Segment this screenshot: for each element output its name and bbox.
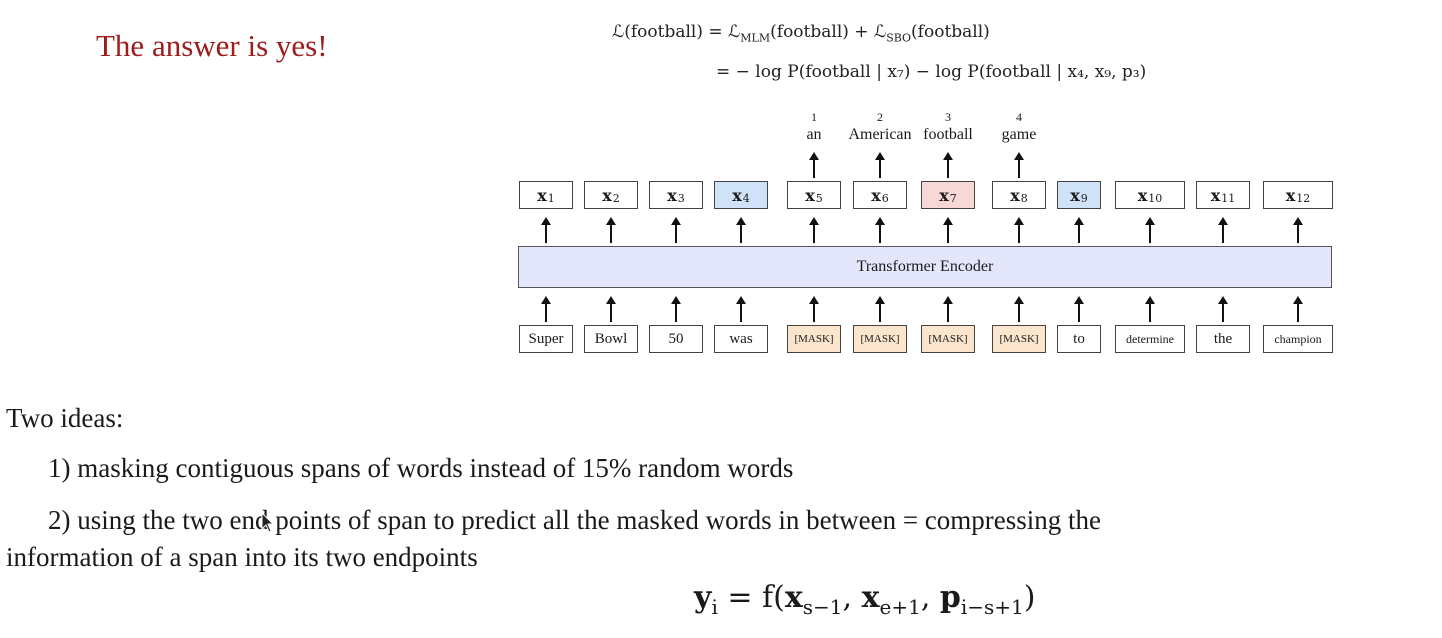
arrow-encoder-3 [671,217,681,243]
arrow-encoder-7 [943,217,953,243]
idea-2-line1: 2) using the two end points of span to p… [48,505,1102,535]
arrow-encoder-8 [1014,217,1024,243]
formula-p: p [939,580,961,615]
input-token-2: Bowl [584,325,638,353]
arrow-encoder-1 [541,217,551,243]
output-index-3: 3 [945,110,951,124]
output-index-4: 4 [1016,110,1022,124]
arrow-input-1 [541,296,551,322]
arrow-output-4 [1014,152,1024,178]
arrow-encoder-11 [1218,217,1228,243]
arrow-input-2 [606,296,616,322]
arrow-input-6 [875,296,885,322]
formula-x1: x [784,580,803,615]
formula-y: y [694,580,712,615]
arrow-input-3 [671,296,681,322]
idea-1: 1) masking contiguous spans of words ins… [48,453,794,483]
formula-eq: = f( [717,580,785,615]
input-token-11: the [1196,325,1250,353]
arrow-encoder-9 [1074,217,1084,243]
arrow-input-5 [809,296,819,322]
input-token-9: to [1057,325,1101,353]
loss-mlm-symbol: ℒ [728,22,741,42]
loss-sbo-symbol: ℒ [873,22,887,42]
formula-x1-sub: s−1 [802,595,843,619]
formula-close: ) [1023,580,1036,615]
loss-equation-line2: = − log P(football | x₇) − log P(footbal… [716,62,1147,82]
arrow-encoder-2 [606,217,616,243]
arrow-encoder-6 [875,217,885,243]
output-word-3: football [923,126,973,143]
mouse-cursor-icon [261,512,275,533]
input-token-5: [MASK] [787,325,841,353]
arrow-input-8 [1014,296,1024,322]
arrow-input-12 [1293,296,1303,322]
input-token-8: [MASK] [992,325,1046,353]
formula-comma2: , [920,580,940,615]
formula-x2-sub: e+1 [879,595,921,619]
output-word-4: game [1001,126,1037,143]
arrow-encoder-10 [1145,217,1155,243]
idea-2-line2: information of a span into its two endpo… [6,542,478,572]
loss-lhs: ℒ(football) = [612,22,729,42]
arrow-input-10 [1145,296,1155,322]
loss-sbo-sub: SBO [886,31,912,45]
output-word-1: an [806,126,822,143]
arrow-input-7 [943,296,953,322]
input-token-7: [MASK] [921,325,975,353]
arrow-output-3 [943,152,953,178]
input-token-12: champion [1263,325,1333,353]
arrow-output-1 [809,152,819,178]
input-token-1: Super [519,325,573,353]
loss-mlm-sub: MLM [740,31,771,45]
formula-x2: x [861,580,880,615]
input-token-6: [MASK] [853,325,907,353]
loss-equation-line1: ℒ(football) = ℒMLM(football) + ℒSBO(foot… [612,22,990,44]
span-formula: yi = f(xs−1, xe+1, pi−s+1) [694,580,1036,619]
output-index-2: 2 [877,110,883,124]
arrow-output-2 [875,152,885,178]
arrow-input-11 [1218,296,1228,322]
loss-sbo-arg: (football) [911,22,990,42]
loss-mlm-arg: (football) + [770,22,874,42]
ideas-heading: Two ideas: [6,403,124,433]
input-token-3: 50 [649,325,703,353]
formula-p-sub: i−s+1 [960,595,1024,619]
input-token-4: was [714,325,768,353]
arrow-encoder-12 [1293,217,1303,243]
input-token-10: determine [1115,325,1185,353]
slide-title: The answer is yes! [96,28,328,63]
formula-comma1: , [842,580,862,615]
arrow-input-9 [1074,296,1084,322]
formula-y-sub: i [711,595,718,619]
arrow-encoder-4 [736,217,746,243]
arrow-encoder-5 [809,217,819,243]
transformer-encoder-block: Transformer Encoder [518,246,1332,288]
output-index-1: 1 [811,110,817,124]
arrow-input-4 [736,296,746,322]
output-word-2: American [848,126,912,143]
